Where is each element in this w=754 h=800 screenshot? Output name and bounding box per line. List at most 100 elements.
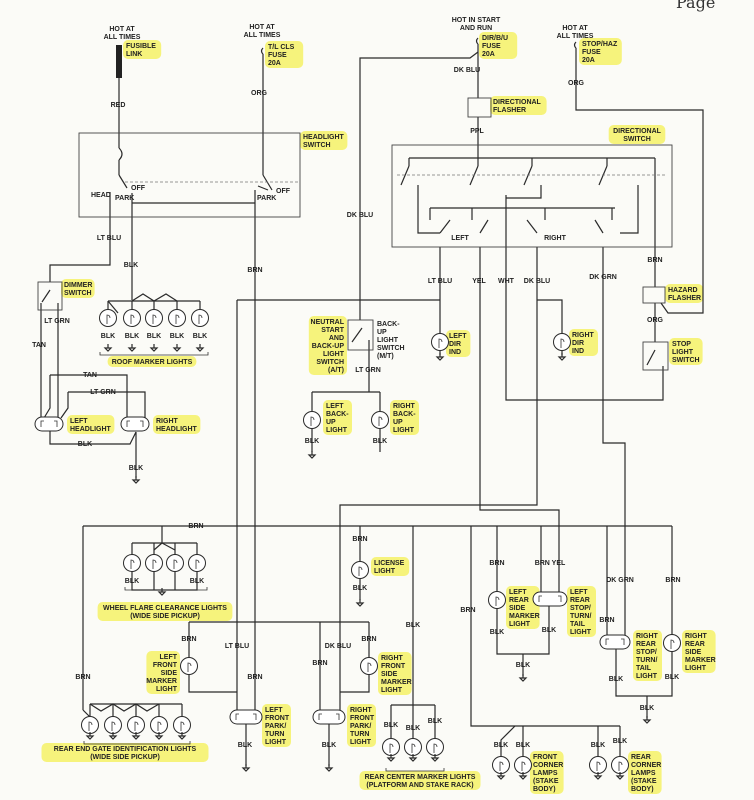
brn-bus-label: BRN — [188, 523, 203, 530]
highlighter-mark — [265, 41, 304, 68]
highlighter-mark — [628, 751, 662, 794]
ground-icon — [615, 772, 625, 780]
lamp-filament — [88, 721, 93, 731]
highlighter-mark — [390, 400, 419, 435]
highlighter-mark — [479, 32, 518, 59]
left-bu-label: LIGHT — [326, 427, 348, 434]
wire-segment — [479, 219, 489, 234]
rrst-label: RIGHT — [636, 633, 659, 640]
ground-icon — [557, 353, 567, 361]
right-hl-label: HEADLIGHT — [156, 426, 198, 433]
blk-lic-label: BLK — [353, 585, 367, 592]
ground-icon — [496, 772, 506, 780]
left-bu-label: LEFT — [326, 403, 344, 410]
highlighter-mark — [490, 96, 547, 115]
lfsm-label: FRONT — [153, 662, 178, 669]
group-bracket — [124, 587, 208, 591]
ground-icon — [593, 772, 603, 780]
lfp-label: FRONT — [265, 715, 290, 722]
lamp-bulb-icon — [123, 554, 141, 572]
lfsm-label: MARKER — [146, 678, 177, 685]
ltblu1-label: LT BLU — [97, 235, 121, 242]
front-corner-label: LAMPS — [533, 770, 558, 777]
left-headlight-icon — [34, 416, 64, 432]
off2-label: OFF — [276, 188, 291, 195]
blk-rrsm-label: BLK — [665, 674, 679, 681]
blk-sw-label: BLK — [124, 262, 138, 269]
lfsm-label: LIGHT — [156, 686, 178, 693]
highlighter-mark — [569, 329, 598, 356]
fusible-label: FUSIBLE — [126, 43, 156, 50]
dir-flasher-label: DIRECTIONAL — [493, 99, 542, 106]
blk-hl-label: BLK — [78, 441, 92, 448]
highlighter-mark — [300, 131, 348, 150]
ground-icon — [518, 674, 528, 682]
lamp-filament — [130, 314, 135, 324]
neutral-label: SWITCH — [316, 359, 344, 366]
right-headlight-icon — [120, 416, 150, 432]
wire-segment — [153, 542, 163, 551]
highlighter-mark — [669, 338, 703, 365]
wire-color-label: BLK — [147, 333, 161, 340]
left-dir-label: DIR — [449, 341, 461, 348]
wire-color-label: BLK — [193, 333, 207, 340]
headlight-switch-box — [78, 132, 301, 218]
wire-segment — [470, 526, 620, 727]
tan2-label: TAN — [83, 372, 97, 379]
hot3-label: ALL TIMES — [557, 33, 594, 40]
rc-blk1-label: BLK — [384, 722, 398, 729]
lamp-filament — [605, 638, 625, 645]
wire-segment — [602, 247, 626, 636]
lamp-bulb-icon — [431, 333, 449, 351]
brn-corner-label: BRN — [460, 607, 475, 614]
ground-icon — [127, 344, 137, 352]
group-bracket — [385, 768, 445, 772]
directional-flasher-box — [467, 97, 492, 118]
rfp-label: TURN — [350, 731, 369, 738]
wire-color-label: BLK — [125, 333, 139, 340]
lamp-filament — [560, 338, 565, 348]
lamp-bulb-icon — [180, 657, 198, 675]
lamp-bulb-icon — [168, 309, 186, 327]
wire-segment — [417, 185, 440, 234]
lamp-bulb-icon — [104, 716, 122, 734]
park2-label: PARK — [257, 195, 276, 202]
left-hl-label: HEADLIGHT — [70, 426, 112, 433]
wire-segment — [526, 219, 538, 234]
lamp-filament — [173, 559, 178, 569]
left-dir-label: LEFT — [449, 333, 467, 340]
wf-blk2-label: BLK — [190, 578, 204, 585]
rrsm-label: REAR — [685, 641, 705, 648]
highlighter-mark — [41, 743, 209, 762]
neutral-label: START — [321, 327, 345, 334]
wire-color-label: BLK — [101, 333, 115, 340]
right-dir-label: IND — [572, 348, 584, 355]
highlighter-mark — [682, 630, 716, 673]
ground-icon — [386, 754, 396, 762]
highlighter-mark — [378, 652, 412, 695]
highlighter-mark — [123, 40, 162, 59]
dkgrn-label: DK GRN — [589, 274, 617, 281]
lamp-bulb-icon — [145, 554, 163, 572]
dirbu-label: 20A — [482, 51, 495, 58]
lamp-bulb-icon — [371, 411, 389, 429]
wire-segment — [50, 374, 128, 418]
ground-icon — [103, 344, 113, 352]
left-hl-label: LEFT — [70, 418, 88, 425]
right-front-park-lamp-icon — [312, 709, 346, 725]
lamp-bulb-icon — [589, 756, 607, 774]
wire-segment — [131, 293, 178, 302]
license-label: LICENSE — [374, 560, 405, 567]
blk-rfp-label: BLK — [322, 742, 336, 749]
rrst-label: TURN/ — [636, 657, 657, 664]
hot2-label: ALL TIMES — [244, 32, 281, 39]
lamp-filament — [106, 314, 111, 324]
right-hl-label: RIGHT — [156, 418, 179, 425]
brn-left-label: BRN — [75, 674, 90, 681]
rfsm-label: FRONT — [381, 663, 406, 670]
right-bu-label: RIGHT — [393, 403, 416, 410]
lamp-bulb-icon — [191, 309, 209, 327]
highlighter-mark — [146, 651, 180, 694]
